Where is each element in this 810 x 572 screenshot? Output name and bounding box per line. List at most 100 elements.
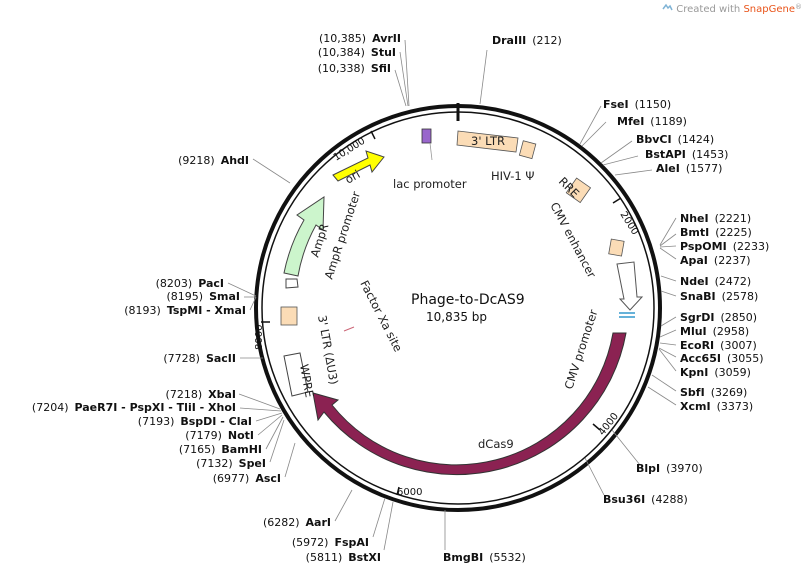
ampr-promoter-arrow (285, 278, 299, 289)
3-ltr-label: 3' LTR (471, 134, 505, 148)
tick-mark-10000 (370, 130, 376, 140)
cmv-enhancer-label: CMV enhancer (547, 200, 599, 281)
leader-bbvci (600, 140, 633, 164)
plasmid-size: 10,835 bp (426, 310, 487, 324)
site-draiii: DraIII(212) (492, 34, 562, 47)
site-snabi: SnaBI(2578) (680, 290, 758, 303)
leader-paci (227, 282, 257, 297)
leader-xcmi (647, 386, 677, 406)
cmv-enhancer-arrow (616, 261, 644, 311)
tick-marks (261, 130, 622, 496)
dcas9-arrow (312, 332, 627, 476)
credit-prefix: Created with (676, 4, 744, 15)
leader-paer7i (239, 407, 282, 412)
site-sgrdi: SgrDI(2850) (680, 311, 757, 324)
site-sbfi: SbfI(3269) (680, 386, 747, 399)
hiv-1-psi-label: HIV-1 Ψ (491, 169, 534, 183)
leader-acc65i (658, 347, 677, 358)
site-pspomi: PspOMI(2233) (680, 240, 769, 253)
leader-bmti (659, 233, 677, 247)
leader-nhei (659, 217, 677, 246)
site-paci: (8203)PacI (156, 277, 224, 290)
tick-label-8000: 8000 (254, 325, 265, 350)
factor-xa-site-mark (343, 326, 355, 332)
ampr-arrow (283, 196, 325, 277)
site-blpi: BlpI(3970) (636, 462, 703, 475)
site-bstxi: (5811)BstXI (306, 551, 381, 564)
leader-avrii (404, 39, 410, 107)
site-ecori: EcoRI(3007) (680, 339, 757, 352)
site-bsu36i: Bsu36I(4288) (603, 493, 688, 506)
site-bamhi: (7165)BamHI (179, 443, 262, 456)
leader-bsu36i (584, 457, 605, 496)
site-apai: ApaI(2237) (680, 254, 750, 267)
tick-label-6000: 6000 (397, 487, 422, 498)
ori-arrow (332, 150, 385, 182)
leader-blpi (611, 429, 641, 466)
leader-mfei (581, 121, 607, 147)
hiv-1-psi-box (518, 140, 537, 160)
leader-tspmi (249, 296, 257, 311)
backbone-inner-ring (261, 111, 655, 505)
tick-mark-2000 (612, 197, 622, 204)
leader-sgrdi (660, 316, 677, 327)
leader-apai (659, 247, 677, 260)
dcas9-label: dCas9 (478, 437, 514, 451)
rre-box (565, 177, 592, 204)
snapgene-logo-icon (662, 3, 676, 15)
leader-bamhi (265, 416, 284, 450)
leader-mlui (659, 329, 677, 338)
site-mlui: MluI(2958) (680, 325, 749, 338)
credit-mark: ® (795, 3, 802, 11)
site-nhei: NheI(2221) (680, 212, 751, 225)
tick-mark-6000 (396, 486, 400, 496)
3-ltr-du3-label: 3' LTR (ΔU3) (315, 314, 341, 386)
leader-noti (257, 414, 283, 436)
leader-fsei (579, 105, 602, 145)
site-aari: (6282)AarI (263, 516, 331, 529)
site-leader-lines (227, 39, 677, 551)
leader-bstapi (602, 155, 639, 166)
site-xbai: (7218)XbaI (166, 388, 236, 401)
site-bspdi-clai: (7193)BspDI - ClaI (138, 415, 252, 428)
leader-ecori (659, 342, 677, 346)
leader-bstxi (383, 501, 394, 551)
cmv-promoter-label: CMV promoter (562, 308, 601, 391)
site-sfii: (10,338)SfiI (318, 62, 391, 75)
leader-stui (399, 51, 409, 107)
site-avrii: (10,385)AvrII (319, 32, 401, 45)
leader-kpni (658, 348, 677, 372)
leader-xbai (238, 393, 281, 410)
credit-brand: SnapGene (743, 4, 795, 15)
site-fsei: FseI(1150) (603, 98, 671, 111)
site-asci: (6977)AscI (213, 472, 281, 485)
leader-fspai (372, 497, 386, 538)
leader-draiii (479, 49, 488, 105)
site-fspai: (5972)FspAI (292, 536, 369, 549)
leader-pspomi (659, 245, 677, 248)
wpre-box (283, 352, 309, 397)
lac-promoter-connector (429, 142, 433, 161)
leader-sfii (394, 69, 407, 107)
leader-asci (284, 442, 296, 478)
small-feature-box (608, 238, 625, 257)
backbone-outer-ring (254, 104, 662, 512)
site-ahdi: (9218)AhdI (178, 154, 249, 167)
site-paer7i-pspxi-tlii-xhoi: (7204)PaeR7I - PspXI - TliI - XhoI (32, 401, 236, 414)
leader-spei (269, 419, 285, 463)
site-bbvci: BbvCI(1424) (636, 133, 714, 146)
leader-aari (334, 489, 353, 522)
site-noti: (7179)NotI (185, 429, 254, 442)
site-bstapi: BstAPI(1453) (645, 148, 728, 161)
site-bmgbi: BmgBI(5532) (443, 551, 526, 564)
site-bmti: BmtI(2225) (680, 226, 752, 239)
site-tspmi-xmai: (8193)TspMI - XmaI (124, 304, 246, 317)
site-alei: AleI(1577) (656, 162, 722, 175)
site-xcmi: XcmI(3373) (680, 400, 753, 413)
leader-alei (614, 169, 653, 176)
leader-ahdi (252, 158, 291, 184)
lac-promoter-box (421, 128, 432, 144)
snapgene-credit: Created with SnapGene® (662, 3, 802, 15)
lac-promoter-label: lac promoter (393, 177, 467, 191)
